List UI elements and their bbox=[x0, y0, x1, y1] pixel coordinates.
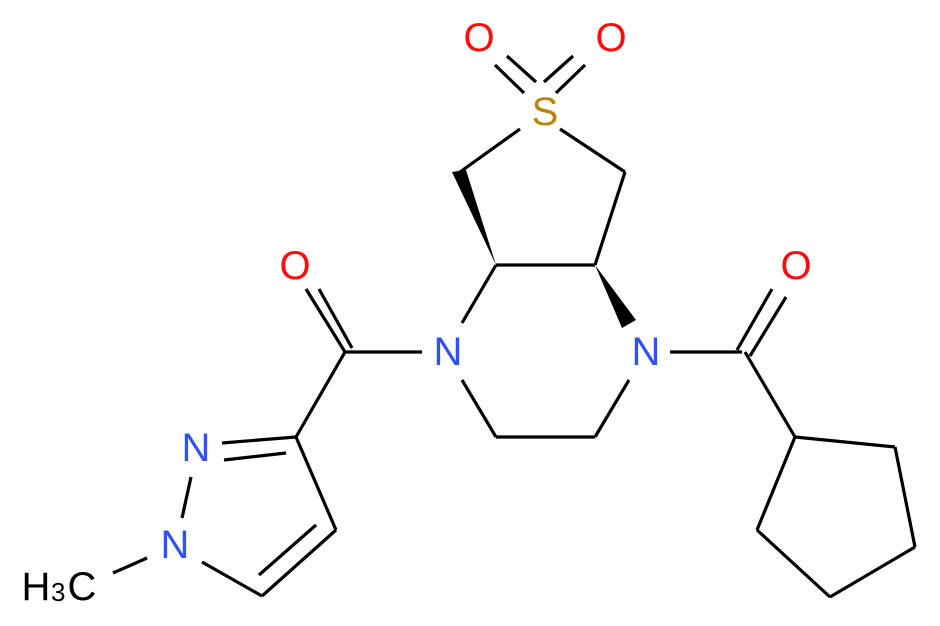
sulfone-bonds bbox=[459, 54, 626, 174]
oxygen-label: O bbox=[595, 16, 626, 60]
oxygen-label: O bbox=[279, 244, 310, 288]
oxygen-label: O bbox=[463, 16, 494, 60]
hydrogen-label: H bbox=[22, 565, 51, 609]
wedge-bond-right bbox=[595, 265, 636, 328]
oxygen-label: O bbox=[780, 244, 811, 288]
nitrogen-label: N bbox=[161, 523, 190, 567]
pyrazole-bonds bbox=[112, 435, 338, 598]
nitrogen-label: N bbox=[632, 330, 661, 374]
right-amide-bonds bbox=[670, 288, 917, 599]
left-amide-bonds bbox=[294, 288, 422, 438]
methyl-label: H 3 C bbox=[22, 565, 97, 609]
wedge-bond-left bbox=[452, 170, 496, 265]
nitrogen-label: N bbox=[182, 426, 211, 470]
ring-bonds bbox=[452, 170, 636, 439]
carbon-label: C bbox=[68, 565, 97, 609]
nitrogen-label: N bbox=[434, 330, 463, 374]
sulfur-label: S bbox=[532, 90, 559, 134]
subscript-3: 3 bbox=[51, 577, 65, 607]
